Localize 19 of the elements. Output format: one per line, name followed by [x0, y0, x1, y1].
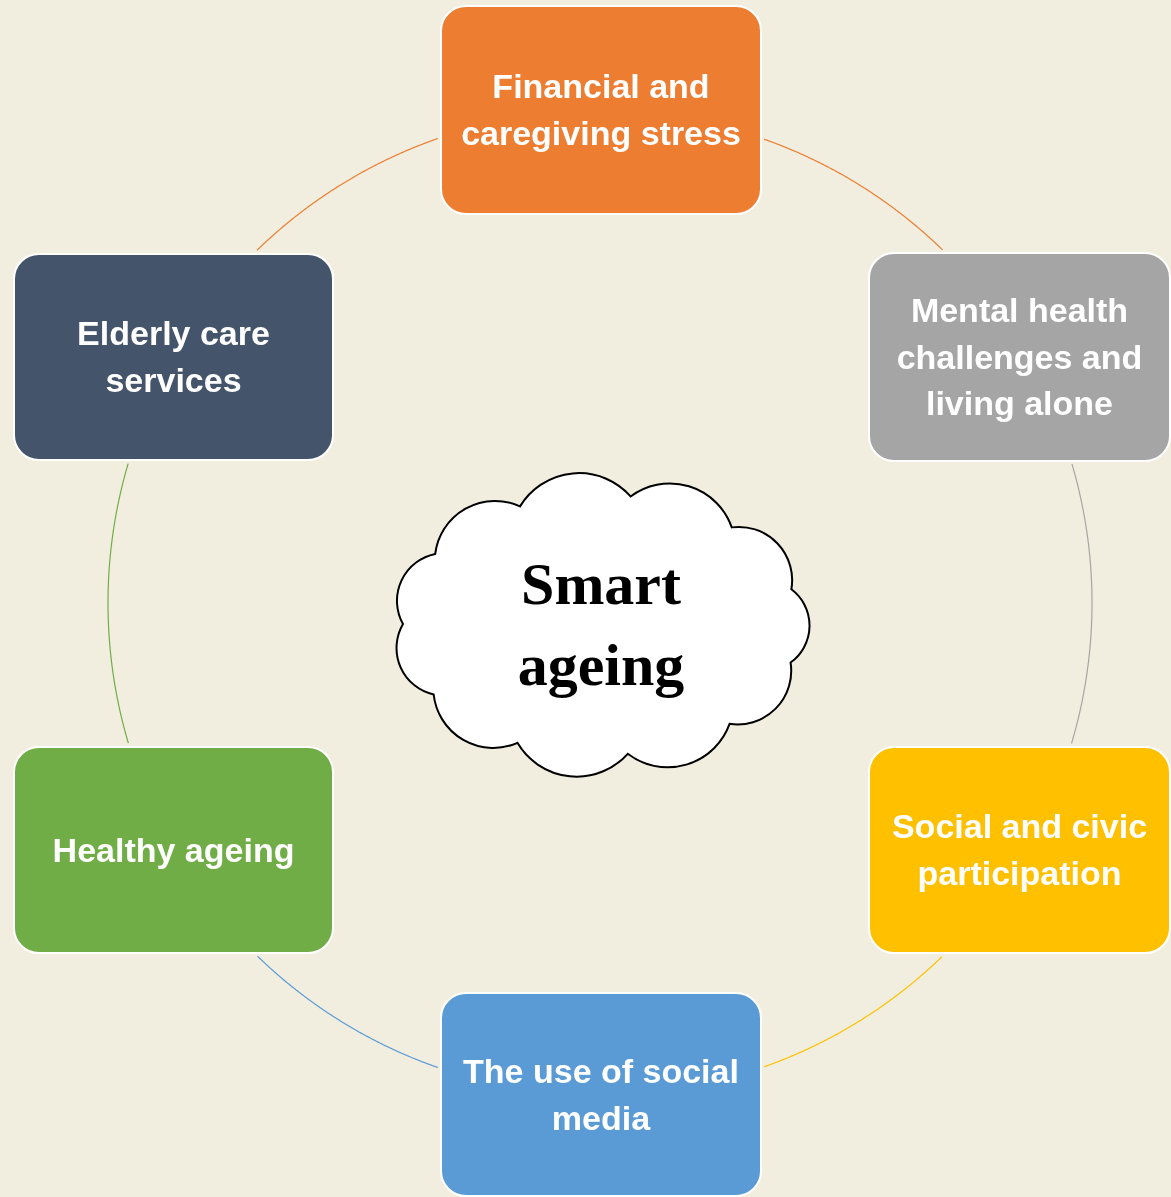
topic-label: The use of social media [462, 1050, 740, 1139]
topic-label: Elderly care services [76, 313, 271, 401]
topic-label: Mental health challenges and living alone [895, 289, 1144, 425]
topic-box [868, 252, 1171, 462]
topic-label: Social and civic participation [890, 806, 1149, 894]
topic-label: Healthy ageing [52, 829, 295, 871]
topic-label: Financial and caregiving stress [460, 66, 742, 154]
connector-arc [256, 955, 439, 1069]
topic-box [440, 5, 762, 215]
connector-arc [763, 956, 943, 1068]
connector-arc [1070, 463, 1093, 745]
topic-box [868, 746, 1171, 954]
central-title: Smart ageing [516, 550, 686, 700]
topic-box [13, 253, 334, 461]
connector-arc [107, 463, 129, 744]
connector-arc [763, 138, 944, 251]
topic-box [440, 992, 762, 1197]
connector-arc [256, 137, 439, 251]
topic-box [13, 746, 334, 954]
